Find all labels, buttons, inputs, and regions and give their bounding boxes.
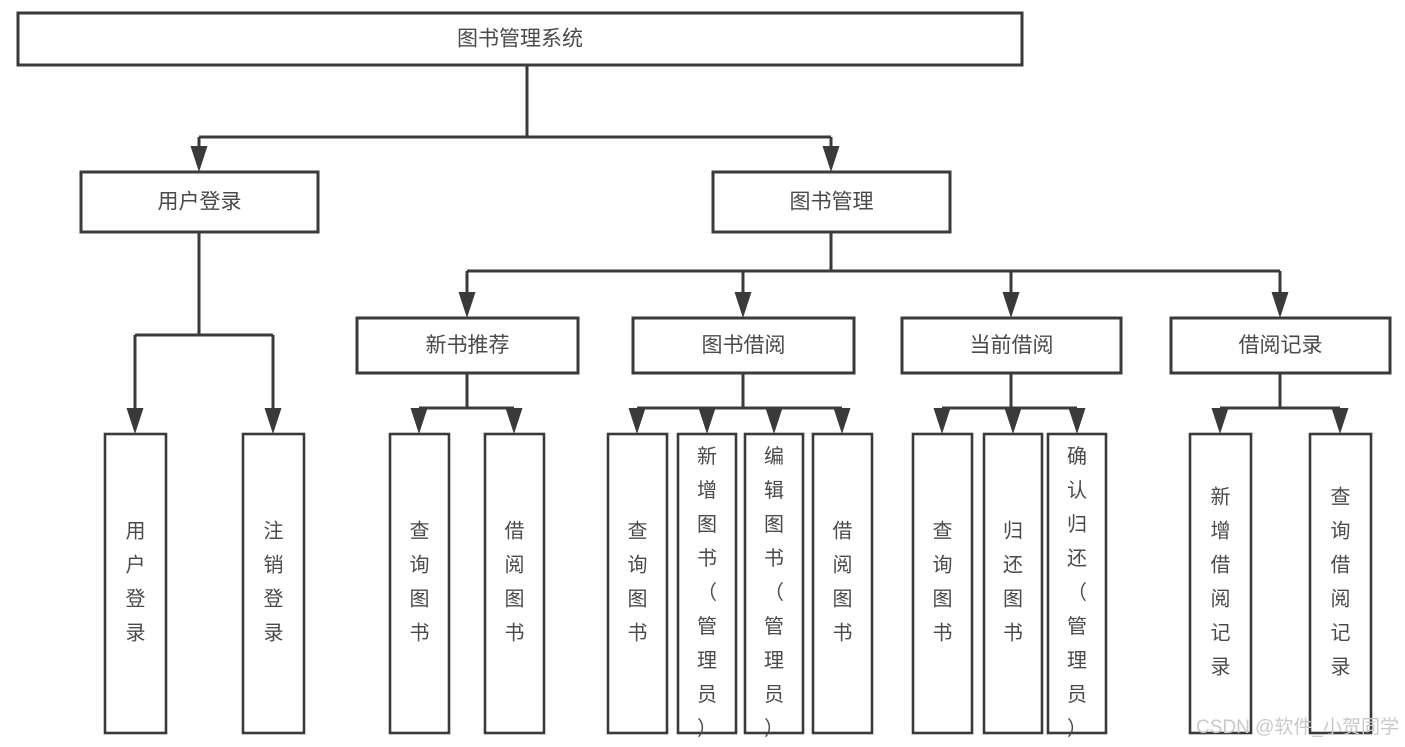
node-label: 注销登录 [264,520,284,645]
node-leaf-user-login[interactable]: 用户登录 [103,432,168,735]
arrow-head-icon [1331,408,1349,434]
node-label: 新增借阅记录 [1211,486,1231,679]
node-label: 借阅记录 [1239,334,1323,357]
node-box[interactable] [1188,432,1253,735]
conn-bookborrow-to-leaves [628,373,851,434]
arrow-head-icon [126,408,144,434]
node-label: 查询图书 [628,520,648,645]
node-label: 新增图书（管理员） [697,445,717,740]
arrow-head-icon [833,408,851,434]
arrow-head-icon [190,146,208,172]
node-label: 用户登录 [158,191,242,214]
node-borrow-record[interactable]: 借阅记录 [1169,316,1392,375]
node-box[interactable] [1308,432,1373,735]
arrow-head-icon [765,408,783,434]
node-leaf-query-borrow-record[interactable]: 查询借阅记录 [1308,432,1373,735]
node-box[interactable] [676,432,738,735]
node-label: 当前借阅 [970,334,1054,357]
node-box[interactable] [743,432,805,735]
node-leaf-query-book-borrow[interactable]: 查询图书 [606,432,669,735]
node-label: 图书借阅 [702,334,786,357]
node-leaf-confirm-return[interactable]: 确认归还（管理员） [1046,432,1108,740]
arrow-head-icon [1068,408,1086,434]
node-new-book-recommend[interactable]: 新书推荐 [355,316,580,375]
arrow-head-icon [458,292,476,318]
node-label: 确认归还（管理员） [1067,445,1087,740]
node-box[interactable] [1046,432,1108,735]
node-book-manage[interactable]: 图书管理 [711,170,952,234]
node-box[interactable] [79,170,320,234]
node-box[interactable] [811,432,874,735]
node-leaf-edit-book[interactable]: 编辑图书（管理员） [743,432,805,740]
node-current-borrow[interactable]: 当前借阅 [900,316,1123,375]
node-leaf-return-book[interactable]: 归还图书 [982,432,1044,735]
arrow-head-icon [505,408,523,434]
node-label: 新书推荐 [426,334,510,357]
node-box[interactable] [900,316,1123,375]
arrow-head-icon [822,146,840,172]
arrow-head-icon [933,408,951,434]
arrow-head-icon [410,408,428,434]
node-root[interactable]: 图书管理系统 [16,11,1024,67]
node-box[interactable] [606,432,669,735]
node-leaf-borrow-book-rec[interactable]: 借阅图书 [483,432,546,735]
node-label: 查询借阅记录 [1331,486,1351,679]
node-box[interactable] [355,316,580,375]
node-leaf-query-book-rec[interactable]: 查询图书 [388,432,451,735]
conn-currentborrow-to-leaves [933,373,1086,434]
node-label: 图书管理系统 [457,28,583,51]
arrow-head-icon [698,408,716,434]
conn-bookmanage-to-level2 [458,232,1289,318]
arrow-head-icon [264,408,282,434]
conn-root-to-level1 [190,65,840,172]
node-box[interactable] [483,432,546,735]
node-box[interactable] [982,432,1044,735]
connector-layer [126,65,1349,434]
node-label: 查询图书 [933,520,953,645]
node-box[interactable] [911,432,974,735]
node-box[interactable] [711,170,952,234]
arrow-head-icon [734,292,752,318]
node-leaf-query-book-current[interactable]: 查询图书 [911,432,974,735]
node-box[interactable] [388,432,451,735]
node-label: 编辑图书（管理员） [764,445,784,740]
conn-borrowrecord-to-leaves [1211,373,1349,434]
node-label: 借阅图书 [505,520,525,645]
node-label: 查询图书 [410,520,430,645]
node-box[interactable] [103,432,168,735]
node-leaf-user-logout[interactable]: 注销登录 [241,432,306,735]
node-leaf-add-book[interactable]: 新增图书（管理员） [676,432,738,740]
node-leaf-add-borrow-record[interactable]: 新增借阅记录 [1188,432,1253,735]
node-box[interactable] [1169,316,1392,375]
arrow-head-icon [1002,292,1020,318]
node-leaf-borrow-book[interactable]: 借阅图书 [811,432,874,735]
arrow-head-icon [1271,292,1289,318]
csdn-watermark: CSDN @软件_小贺同学 [1196,716,1399,738]
arrow-head-icon [628,408,646,434]
arrow-head-icon [1211,408,1229,434]
conn-newbook-to-leaves [410,373,523,434]
node-label: 归还图书 [1003,520,1023,645]
node-label: 借阅图书 [833,520,853,645]
conn-userlogin-to-leaves [126,232,282,434]
watermark-layer: CSDN @软件_小贺同学 [1196,716,1399,738]
node-box[interactable] [241,432,306,735]
node-label: 图书管理 [790,191,874,214]
node-box[interactable] [16,11,1024,67]
node-user-login[interactable]: 用户登录 [79,170,320,234]
arrow-head-icon [1004,408,1022,434]
node-label: 用户登录 [126,521,146,645]
node-book-borrow[interactable]: 图书借阅 [631,316,856,375]
node-layer: 图书管理系统用户登录图书管理新书推荐图书借阅当前借阅借阅记录用户登录注销登录查询… [16,11,1392,740]
node-box[interactable] [631,316,856,375]
